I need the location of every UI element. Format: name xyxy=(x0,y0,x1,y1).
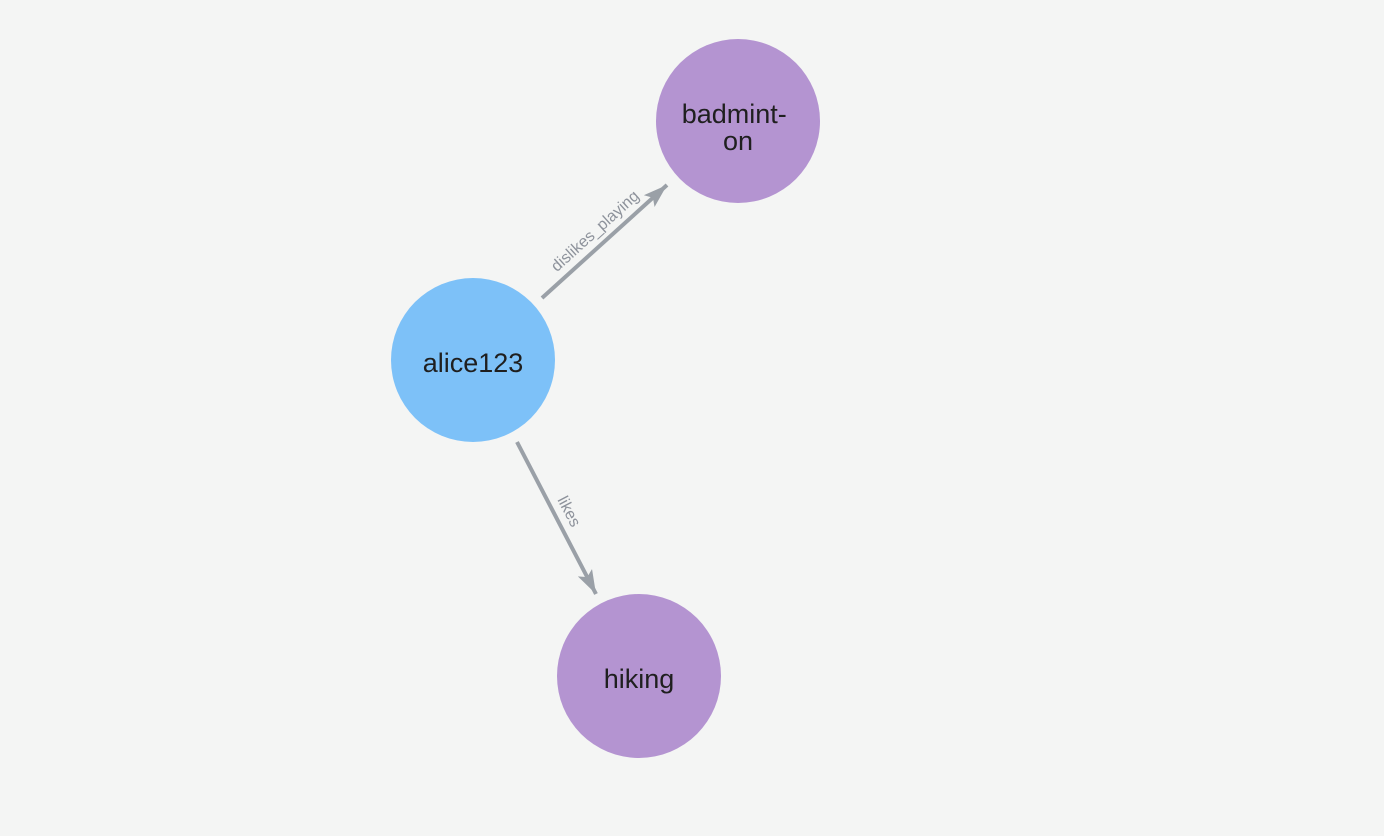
node-alice123-circle[interactable] xyxy=(391,278,555,442)
node-alice123[interactable]: alice123 xyxy=(391,278,555,442)
node-badminton-circle[interactable] xyxy=(656,39,820,203)
edge-dislikes-playing-line[interactable] xyxy=(540,183,669,300)
node-hiking-circle[interactable] xyxy=(557,594,721,758)
node-hiking[interactable]: hiking xyxy=(557,594,721,758)
edge-likes-line[interactable] xyxy=(515,441,598,595)
node-badminton[interactable]: badmint- on xyxy=(656,39,820,203)
